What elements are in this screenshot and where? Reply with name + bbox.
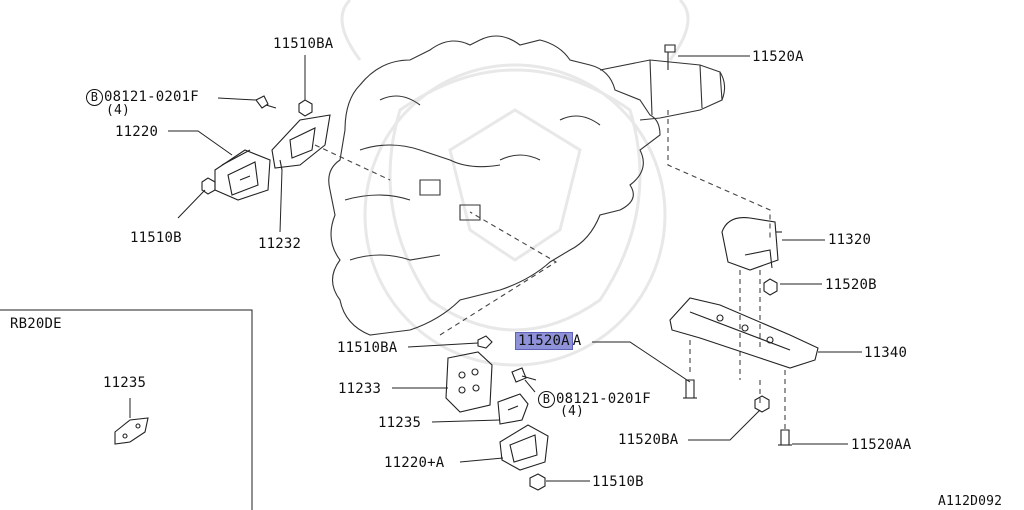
label-11235[interactable]: 11235 bbox=[378, 415, 422, 431]
hardware-left bbox=[201, 95, 313, 195]
label-11233[interactable]: 11233 bbox=[338, 381, 382, 397]
diagram-code: A112D092 bbox=[938, 494, 1003, 509]
label-11220A[interactable]: 11220+A bbox=[384, 455, 445, 471]
label-11220[interactable]: 11220 bbox=[115, 124, 159, 140]
transmission-outline bbox=[599, 59, 726, 121]
bracket-11235-drawing bbox=[497, 393, 529, 425]
label-11232[interactable]: 11232 bbox=[258, 236, 302, 252]
label-11520A[interactable]: 11520A bbox=[752, 49, 804, 65]
label-11235-box[interactable]: 11235 bbox=[103, 375, 147, 391]
label-08121-mid-qty: (4) bbox=[560, 404, 585, 419]
rb20de-box-frame bbox=[0, 309, 253, 510]
label-11510B-bottom[interactable]: 11510B bbox=[592, 474, 644, 490]
label-08121-top-code: 08121-0201F bbox=[104, 89, 199, 105]
label-suffix-A: A bbox=[572, 333, 582, 349]
bolt-mid-drawing bbox=[511, 367, 537, 383]
label-11320[interactable]: 11320 bbox=[828, 232, 872, 248]
bolt-marker-icon: B bbox=[86, 89, 103, 106]
bolt-marker-icon: B bbox=[538, 391, 555, 408]
mount-11220-drawing bbox=[214, 149, 271, 201]
variant-box-title: RB20DE bbox=[10, 316, 62, 332]
label-11510BA-mid[interactable]: 11510BA bbox=[337, 340, 398, 356]
label-11520AA[interactable]: 11520AA bbox=[851, 437, 912, 453]
label-11520BA[interactable]: 11520BA bbox=[618, 432, 679, 448]
engine-outline bbox=[328, 35, 661, 336]
label-11510B-left[interactable]: 11510B bbox=[130, 230, 182, 246]
mount-11220A-drawing bbox=[499, 424, 549, 491]
hardware-right bbox=[664, 44, 792, 446]
label-11520B[interactable]: 11520B bbox=[825, 277, 877, 293]
leader-lines bbox=[129, 55, 862, 482]
label-11340[interactable]: 11340 bbox=[864, 345, 908, 361]
mount-11233-drawing bbox=[445, 335, 493, 413]
watermark-emblem bbox=[340, 0, 690, 367]
highlighted-part-11520A[interactable]: 11520A bbox=[515, 332, 573, 350]
rb20de-bracket-drawing bbox=[114, 417, 149, 445]
dashed-lines bbox=[314, 110, 786, 430]
mount-11320-drawing bbox=[721, 217, 782, 296]
label-08121-top-qty: (4) bbox=[106, 103, 131, 118]
label-08121-mid-code: 08121-0201F bbox=[556, 391, 651, 407]
crossmember-11340-drawing bbox=[669, 297, 819, 369]
label-11510BA-top[interactable]: 11510BA bbox=[273, 36, 334, 52]
bracket-11232-drawing bbox=[271, 114, 331, 171]
